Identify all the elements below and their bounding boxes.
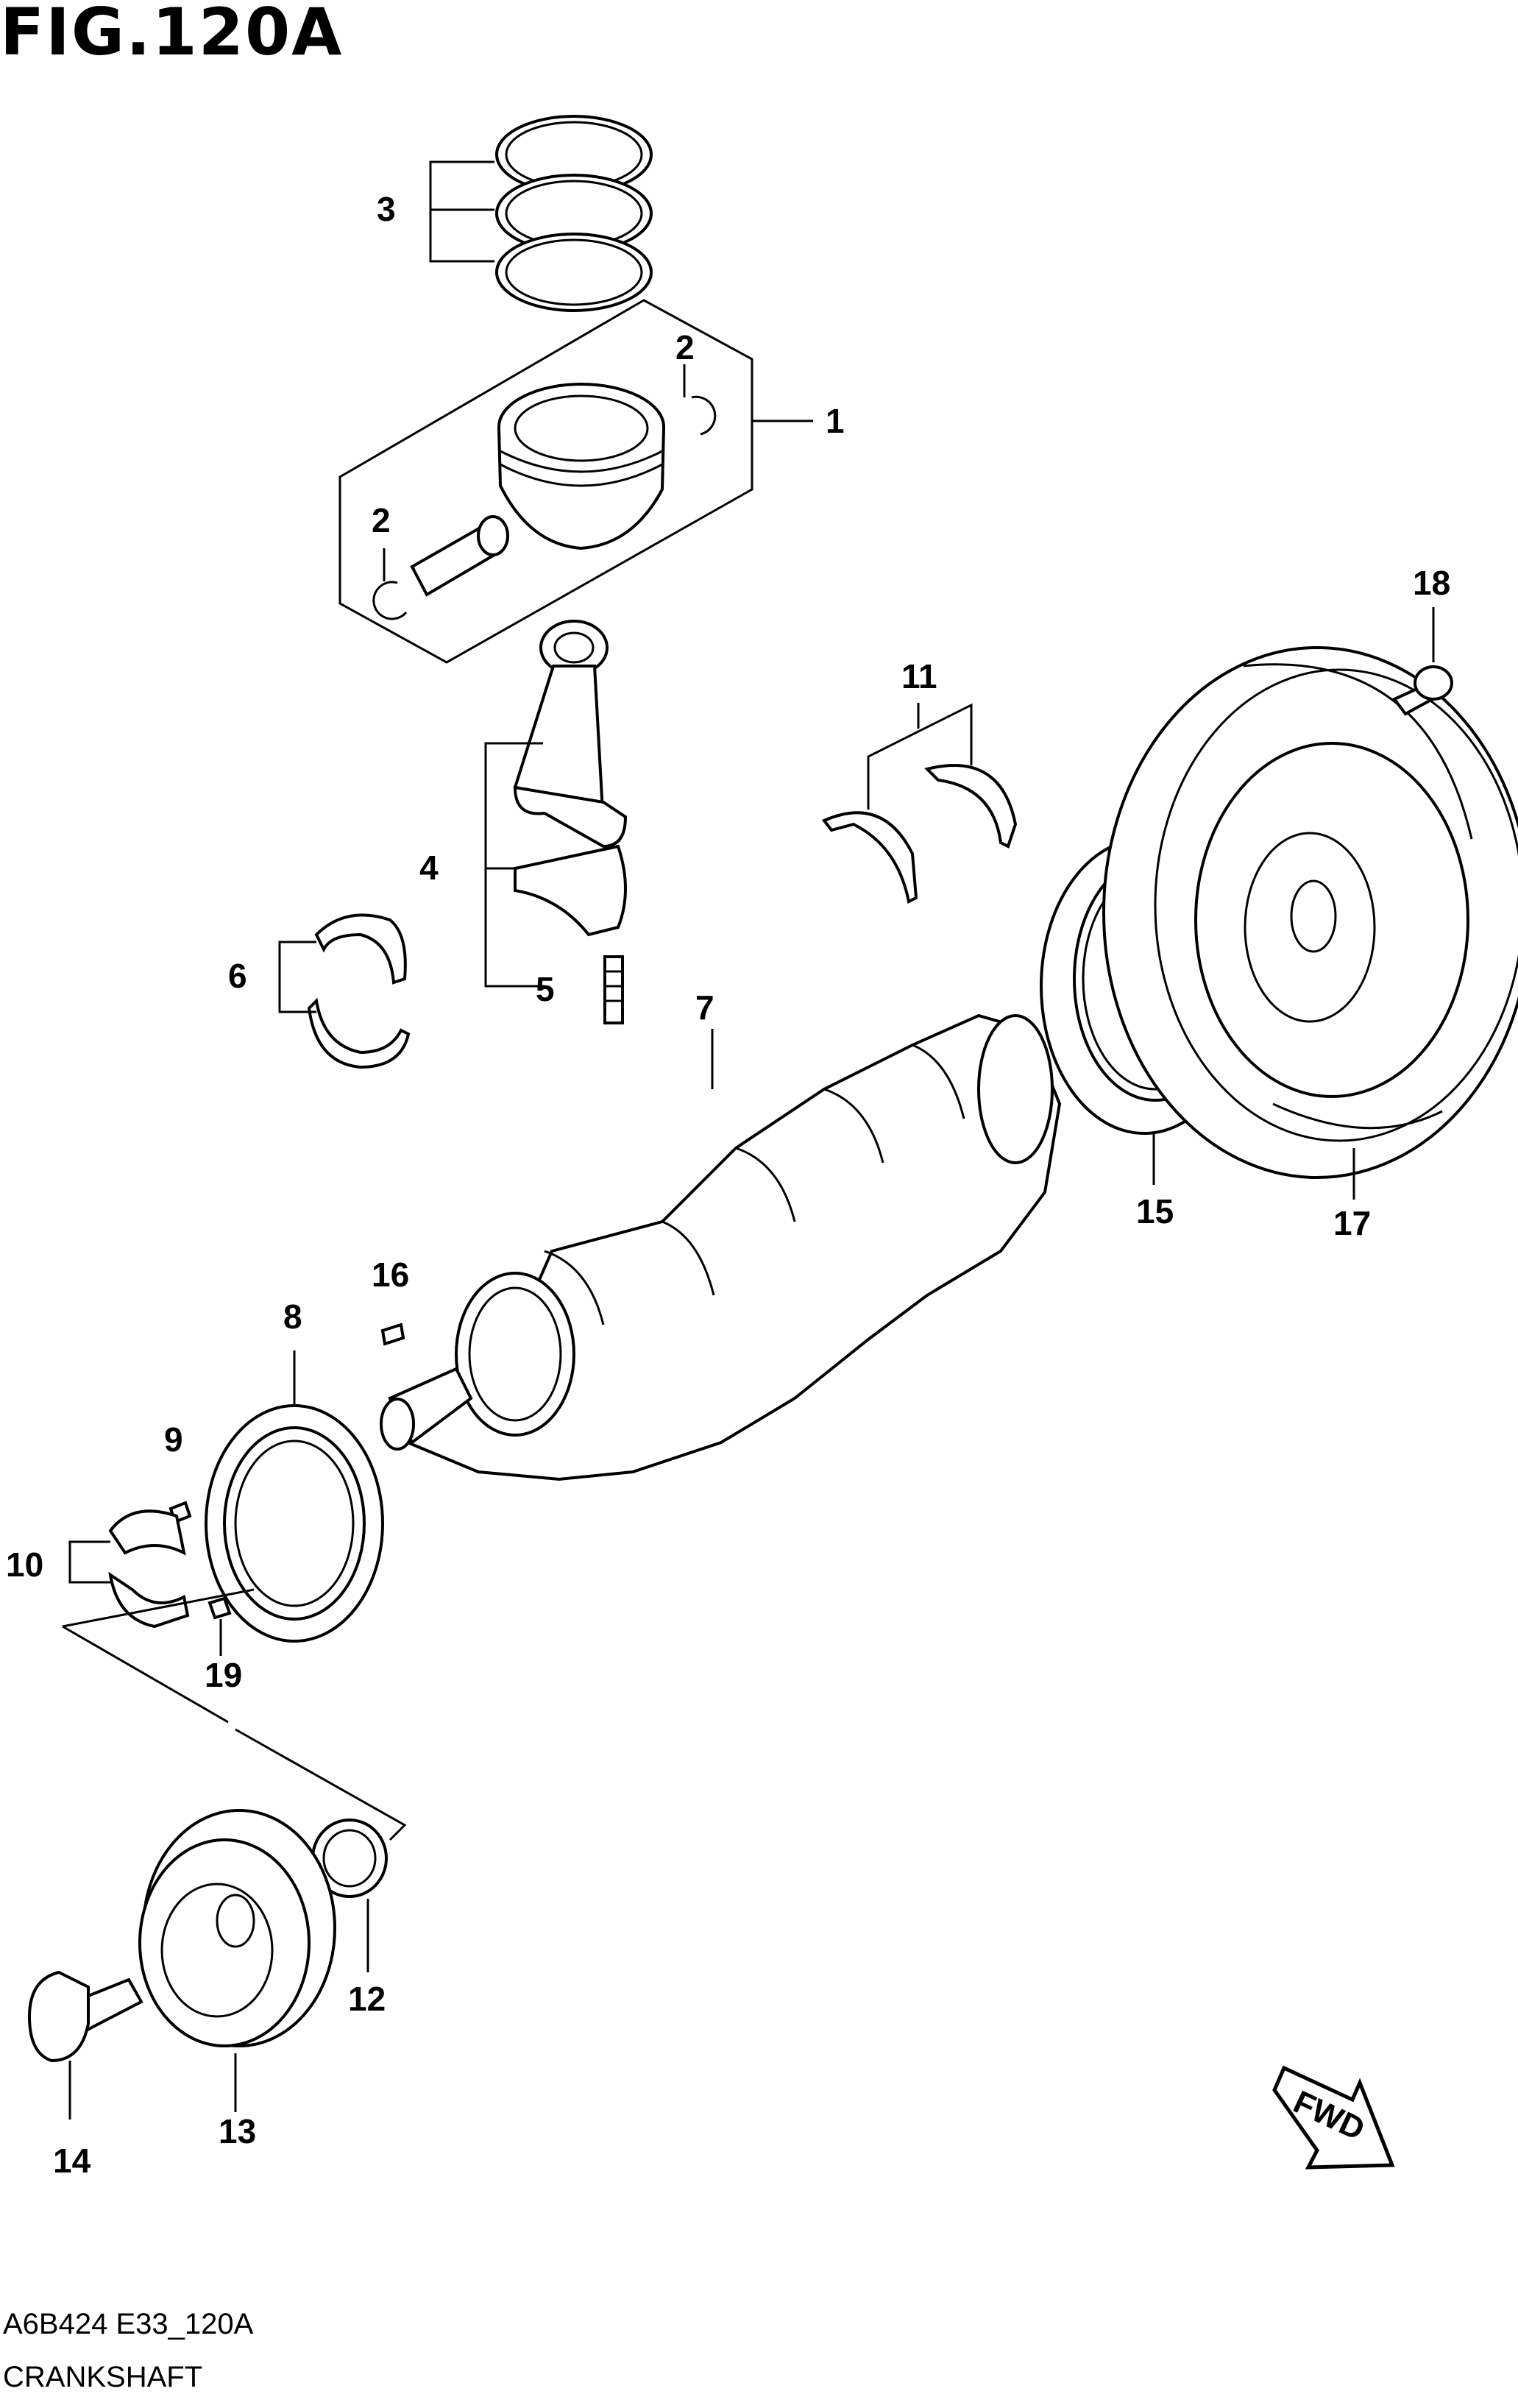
callout-numbers: 1 2 2 3 4 5 6 7 8 9 10 11 12 13 14 15 16… [6,190,1450,2180]
callout-8: 8 [283,1297,302,1336]
callout-12: 12 [348,1980,386,2018]
callout-13: 13 [219,2112,256,2150]
figure-title: FIG.120A [0,0,344,70]
piston-assembly [338,299,813,664]
callout-4: 4 [419,849,439,887]
callout-2a: 2 [675,328,695,366]
figure-name: CRANKSHAFT [3,2361,203,2393]
callout-6: 6 [228,957,247,995]
pulley-bolt [27,1970,143,2120]
callout-10: 10 [6,1545,43,1584]
flywheel-bolt [1391,607,1453,716]
callout-14: 14 [53,2142,91,2180]
callout-9: 9 [164,1420,183,1459]
crankshaft-pulley [138,1809,336,2112]
callout-5: 5 [536,970,555,1008]
callout-11: 11 [901,657,937,695]
figure-code: A6B424 E33_120A [3,2308,254,2340]
crankshaft [380,1013,1062,1481]
callout-19: 19 [205,1656,242,1694]
callout-1: 1 [826,402,845,440]
callout-3: 3 [377,190,396,228]
callout-leaders [383,364,920,1089]
callout-17: 17 [1333,1204,1371,1242]
con-rod-bearings [278,913,411,1069]
thrust-washers [821,703,1018,904]
callout-18: 18 [1413,564,1450,602]
flywheel [1102,646,1518,1200]
callout-16: 16 [372,1256,409,1294]
forward-direction-arrow: FWD [1272,2065,1395,2170]
small-parts-group [62,1501,407,1841]
callout-15: 15 [1136,1192,1174,1230]
callout-7: 7 [695,988,714,1027]
piston-rings [429,115,653,312]
connecting-rod [484,620,628,1024]
timing-sprocket [205,1350,384,1643]
callout-2b: 2 [372,501,391,539]
